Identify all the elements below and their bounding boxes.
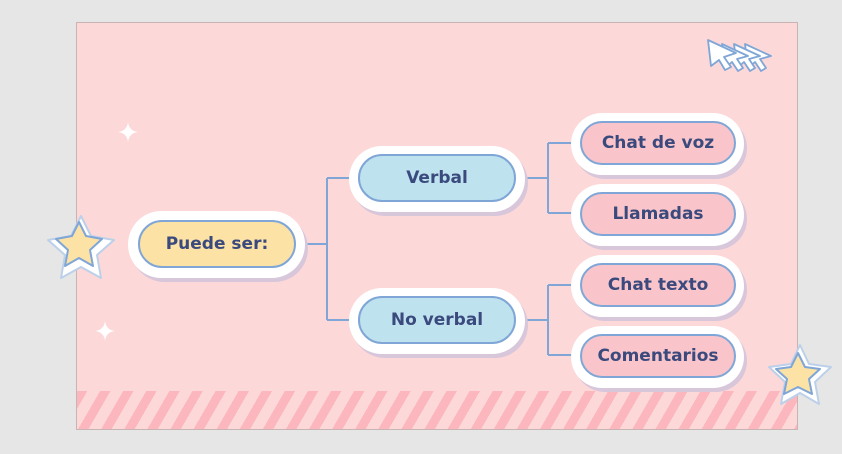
root-node-label: Puede ser: — [165, 234, 269, 254]
branch-node-label: Verbal — [406, 168, 468, 188]
leaf-node-label: Chat de voz — [601, 133, 715, 153]
leaf-node-chat-de-voz: Chat de voz — [580, 121, 736, 165]
leaf-node-label: Chat texto — [607, 275, 709, 295]
striped-footer-band — [77, 391, 797, 429]
leaf-node-label: Comentarios — [597, 346, 719, 366]
star-icon — [768, 344, 832, 405]
branch-node-verbal: Verbal — [358, 154, 516, 202]
sparkle-icon — [118, 122, 138, 142]
leaf-node-chat-texto: Chat texto — [580, 263, 736, 307]
verbal-connector — [516, 142, 580, 214]
root-node: Puede ser: — [138, 220, 296, 268]
leaf-node-llamadas: Llamadas — [580, 192, 736, 236]
root-connector — [298, 177, 358, 321]
star-icon — [47, 215, 115, 279]
branch-node-no-verbal: No verbal — [358, 296, 516, 344]
no-verbal-connector — [516, 284, 580, 356]
sparkle-icon — [95, 321, 115, 341]
leaf-node-label: Llamadas — [612, 204, 704, 224]
branch-node-label: No verbal — [390, 310, 484, 330]
connector-lines — [298, 142, 580, 356]
leaf-node-comentarios: Comentarios — [580, 334, 736, 378]
cursor-arrows-icon — [707, 39, 772, 72]
